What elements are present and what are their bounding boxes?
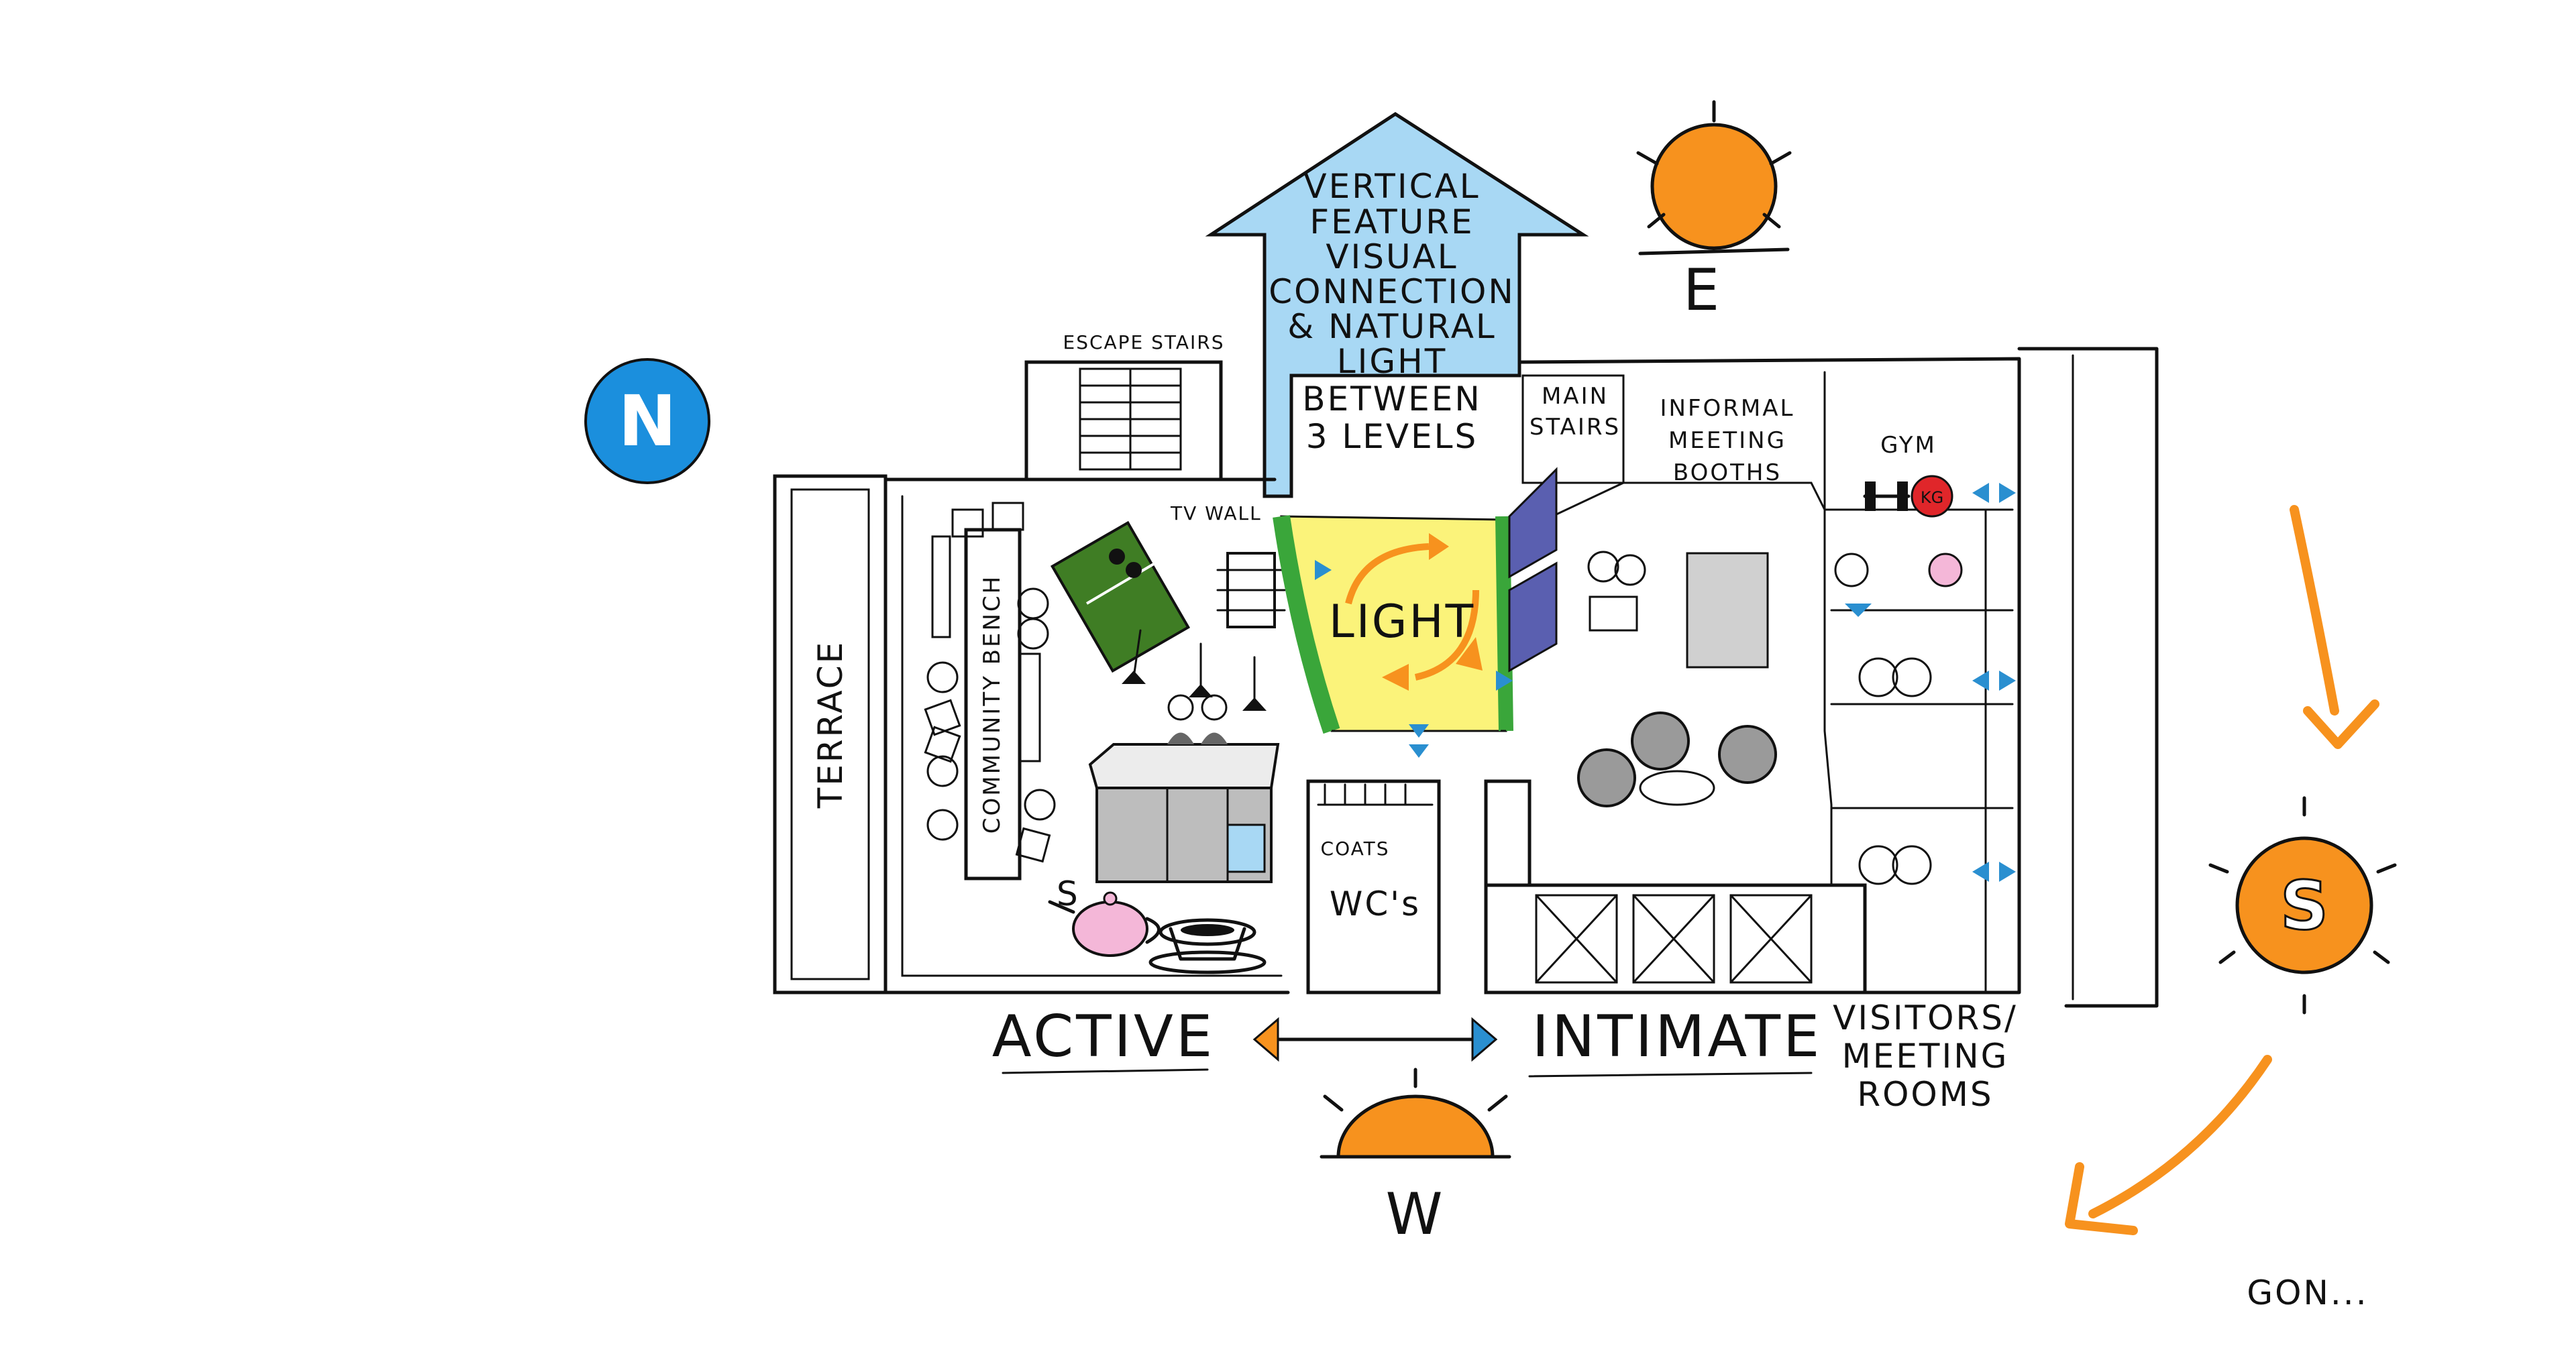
foosball-table-icon xyxy=(1216,552,1286,628)
west-letter: W xyxy=(1385,1181,1445,1248)
artist-signature: GON... xyxy=(2247,1273,2368,1312)
coffee-cup-icon xyxy=(1148,918,1267,974)
arrow-title-line-7: BETWEEN xyxy=(1302,380,1481,418)
main-stairs-label-1: MAIN xyxy=(1542,383,1609,410)
light-label: LIGHT xyxy=(1329,595,1475,648)
pendant-lamps-icon xyxy=(1122,629,1267,711)
purple-panels xyxy=(1508,467,1558,673)
community-bench-label: COMMUNITY BENCH xyxy=(979,575,1006,834)
arrow-title-line-6: LIGHT xyxy=(1337,342,1448,381)
sun-path-arrow-upper xyxy=(2290,505,2379,749)
south-sun-icon xyxy=(2208,796,2397,1015)
active-label: ACTIVE xyxy=(992,1003,1215,1070)
booths-label-2: MEETING xyxy=(1668,427,1786,454)
escape-stairs-label: ESCAPE STAIRS xyxy=(1063,331,1225,353)
lounge-chairs xyxy=(1577,711,1777,807)
sun-path-arrow-lower xyxy=(2065,1055,2272,1235)
meeting-booths-figures xyxy=(1587,551,1769,669)
tv-wall-label: TV WALL xyxy=(1170,502,1262,524)
booths-label-3: BOOTHS xyxy=(1673,459,1782,486)
visitors-label-2: MEETING xyxy=(1842,1037,2009,1076)
arrow-title-line-5: & NATURAL xyxy=(1287,307,1497,346)
arrow-title-line-1: VERTICAL xyxy=(1303,167,1480,206)
dumbbell-icon xyxy=(1863,481,1911,511)
terrace-label: TERRACE xyxy=(811,640,850,809)
active-intimate-arrow xyxy=(1252,1017,1498,1062)
kettlebell-icon xyxy=(1911,475,1953,518)
kettlebell-label: KG xyxy=(1921,488,1943,507)
teapot-icon xyxy=(1048,891,1161,957)
teapot-steam-letter: S xyxy=(1057,874,1080,913)
circulation-arrows xyxy=(1315,483,2016,882)
toilet-figures xyxy=(1834,553,1963,885)
intimate-label: INTIMATE xyxy=(1532,1003,1823,1070)
east-sun-icon xyxy=(1636,100,1792,255)
wcs-label: WC's xyxy=(1330,885,1421,923)
lift-cores xyxy=(1484,883,1867,994)
north-compass-badge: N xyxy=(584,358,710,484)
light-well xyxy=(1273,515,1513,734)
west-sun-icon xyxy=(1320,1068,1511,1159)
arrow-title-line-2: FEATURE xyxy=(1309,203,1474,241)
arrow-title: VERTICAL FEATURE VISUAL CONNECTION & NAT… xyxy=(1269,167,1515,456)
arrow-title-line-3: VISUAL xyxy=(1326,237,1458,276)
booths-label-1: INFORMAL xyxy=(1660,395,1795,422)
community-bench: COMMUNITY BENCH xyxy=(924,502,1056,880)
visitors-label-1: VISITORS/ xyxy=(1833,999,2018,1037)
coats-label: COATS xyxy=(1321,838,1390,860)
gym-label: GYM xyxy=(1880,432,1937,459)
arrow-title-line-4: CONNECTION xyxy=(1269,272,1515,311)
vertical-feature-arrow xyxy=(1205,112,1589,498)
active-underline xyxy=(1002,1068,1209,1074)
north-letter: N xyxy=(618,380,676,462)
south-letter: S xyxy=(2280,866,2328,945)
visitors-label-3: ROOMS xyxy=(1857,1075,1993,1114)
ping-pong-table-icon xyxy=(1050,520,1191,673)
kitchen-island xyxy=(1088,694,1280,883)
wc-block xyxy=(1306,779,1532,994)
arrow-title-line-8: 3 LEVELS xyxy=(1306,417,1479,456)
building-outline xyxy=(773,347,2159,1008)
east-letter: E xyxy=(1683,257,1722,324)
main-stairs-label-2: STAIRS xyxy=(1529,414,1621,441)
intimate-underline xyxy=(1528,1072,1813,1078)
